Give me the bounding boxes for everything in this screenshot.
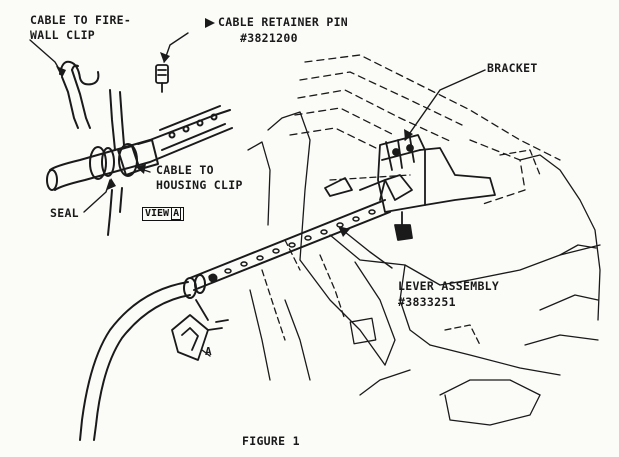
label-bracket: BRACKET	[487, 61, 538, 75]
label-lever-assembly-1: LEVER ASSEMBLY	[398, 279, 500, 293]
label-detail-a: A	[205, 345, 212, 358]
bracket-part	[324, 134, 496, 241]
fire-wall-clip	[59, 60, 100, 129]
label-seal: SEAL	[50, 206, 79, 220]
figure-caption: FIGURE 1	[242, 434, 300, 448]
retainer-pin-part	[155, 64, 169, 93]
label-cable-to-housing-clip-2: HOUSING CLIP	[156, 178, 243, 192]
view-a-prefix: VIEW	[145, 208, 170, 219]
upper-cable	[46, 89, 233, 236]
body-panel-outlines	[247, 54, 601, 426]
arrowheads	[56, 52, 413, 237]
label-cable-to-fire-wall-clip-2: WALL CLIP	[30, 28, 96, 42]
label-lever-assembly-2: #3833251	[398, 295, 456, 309]
label-retainer-pin-2: #3821200	[240, 31, 298, 45]
view-a-letter: A	[171, 207, 182, 220]
label-cable-to-housing-clip-1: CABLE TO	[156, 163, 214, 177]
label-cable-to-fire-wall-clip-1: CABLE TO FIRE-	[30, 13, 132, 27]
view-a-clip	[171, 299, 229, 361]
lower-cable	[79, 273, 218, 441]
label-markers	[205, 18, 215, 28]
lever-rod	[189, 199, 391, 291]
label-retainer-pin-1: CABLE RETAINER PIN	[218, 15, 349, 29]
